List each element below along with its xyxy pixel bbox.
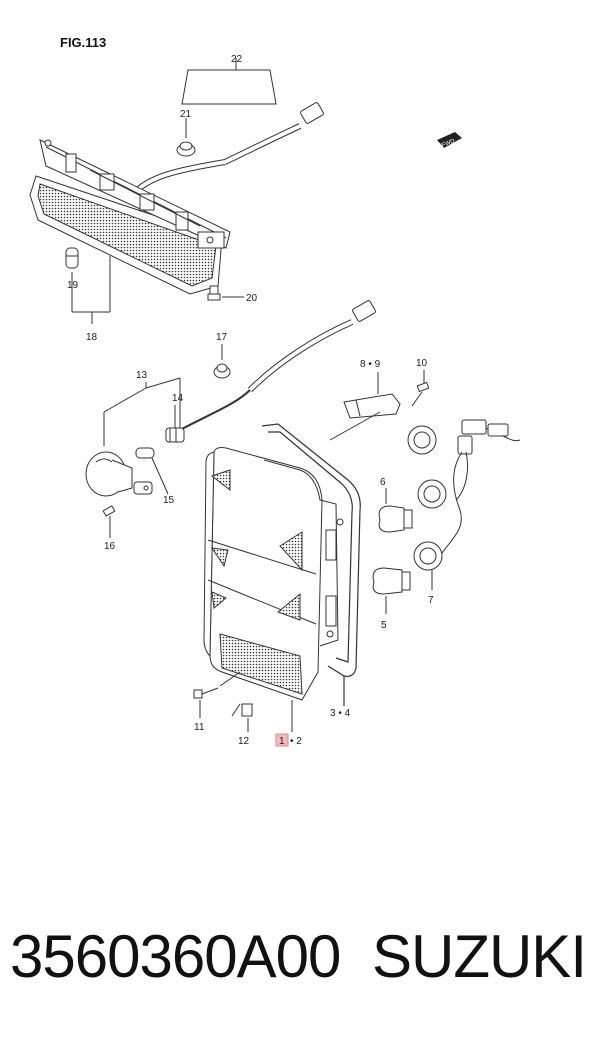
callout-13: 13	[136, 370, 148, 381]
part-10-screw	[411, 370, 430, 407]
part-6-bulb	[378, 488, 413, 533]
callout-3-4: 3 • 4	[330, 708, 351, 719]
part-21-grommet	[176, 118, 196, 157]
part-12-clip	[231, 703, 253, 732]
fwd-arrow-badge: FWD	[437, 132, 462, 149]
callout-2: • 2	[290, 736, 302, 747]
callout-17: 17	[216, 332, 228, 343]
part-17-grommet	[213, 344, 231, 379]
callout-21: 21	[180, 109, 192, 120]
part-number-text: 3560360A00	[10, 923, 341, 990]
callout-20: 20	[246, 293, 258, 304]
callout-7: 7	[428, 595, 434, 606]
high-mount-wire-harness	[129, 102, 324, 198]
part-14-bulb-socket	[165, 405, 185, 443]
part-20-screw	[207, 285, 244, 301]
part-13-license-lamp	[85, 451, 153, 497]
part-11-screw	[193, 671, 241, 718]
callout-8-9: 8 • 9	[360, 359, 381, 370]
callout-14: 14	[172, 393, 184, 404]
callout-11: 11	[194, 722, 205, 733]
callout-18: 18	[86, 332, 98, 343]
callout-19: 19	[67, 280, 79, 291]
rear-wire-harness	[179, 300, 376, 431]
part-8-9-bracket	[329, 372, 401, 441]
brand-text: SUZUKI	[371, 923, 587, 990]
part-18-high-mount-stop-lamp	[29, 139, 231, 295]
fwd-text: FWD	[441, 138, 457, 149]
callout-15: 15	[163, 495, 175, 506]
callout-1: 1	[279, 736, 285, 747]
part-1-highlight-box	[275, 733, 289, 747]
part-3-4-gasket	[261, 423, 361, 706]
part-1-2-rear-combination-lamp	[203, 447, 344, 732]
callout-10: 10	[416, 358, 428, 369]
footer-banner: 3560360A00 SUZUKI	[0, 868, 600, 1040]
part-15-wedge-bulb	[135, 447, 169, 495]
part-5-bulb	[372, 567, 411, 614]
part-22-label-sticker	[181, 58, 277, 105]
socket-harness-right	[407, 419, 521, 571]
callout-12: 12	[238, 736, 250, 747]
figure-title: FIG.113	[60, 35, 106, 50]
exploded-parts-diagram: FIG.113 22 21 FWD	[29, 35, 521, 747]
callout-22: 22	[231, 54, 243, 65]
part-16-screw	[102, 505, 116, 538]
callout-5: 5	[381, 620, 387, 631]
part-19-bulb	[65, 247, 79, 269]
callout-6: 6	[380, 477, 386, 488]
callout-16: 16	[104, 541, 116, 552]
